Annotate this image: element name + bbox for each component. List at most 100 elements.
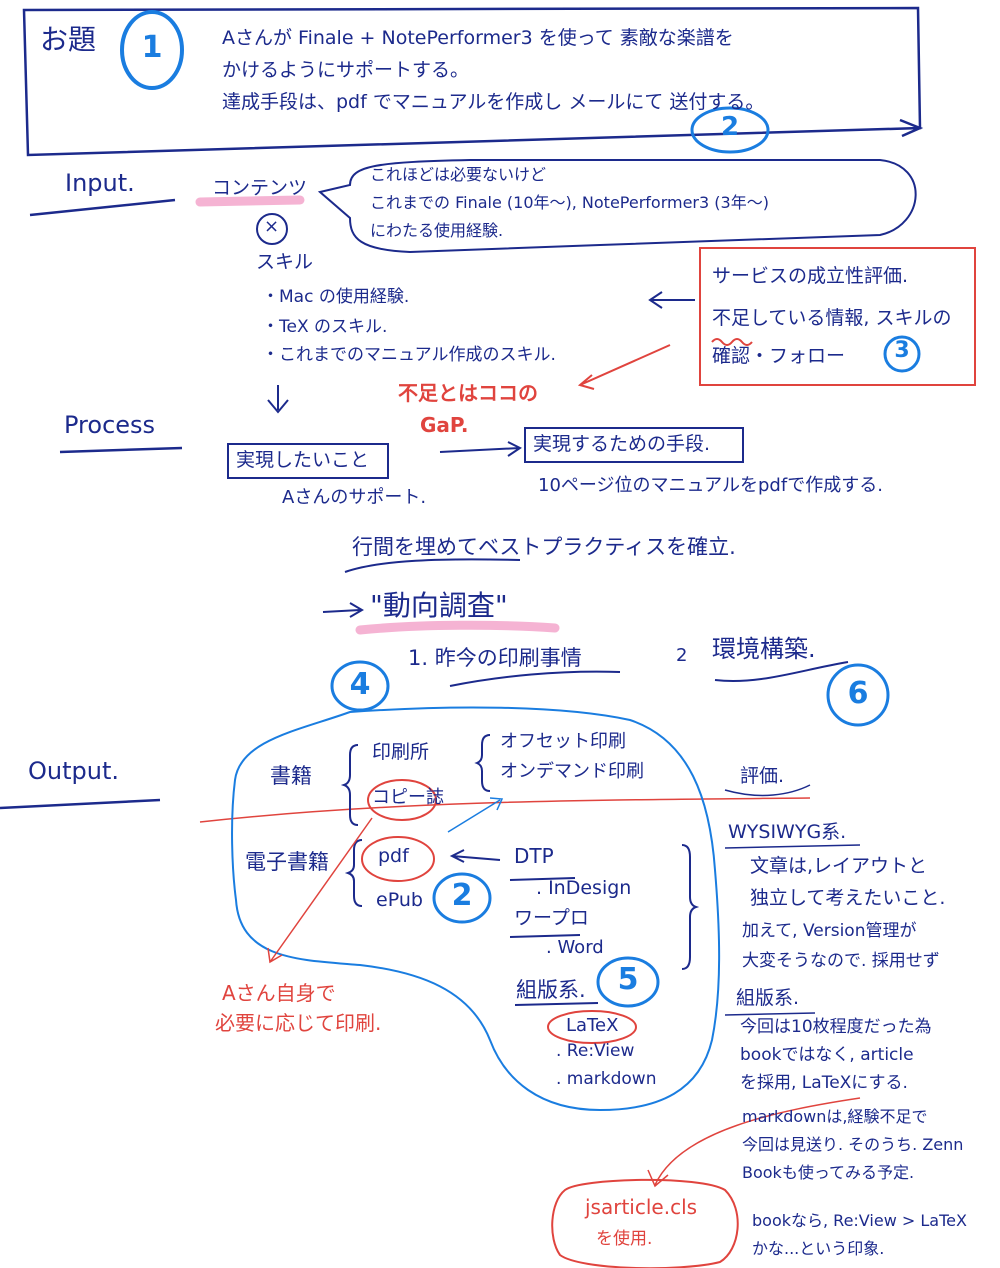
contents-label: コンテンツ: [212, 177, 308, 199]
circle-2-header: [690, 106, 770, 154]
jsarticle-line-2: を使用.: [596, 1229, 653, 1249]
support-label: Aさんのサポート.: [282, 487, 427, 508]
word-label: . Word: [546, 937, 604, 958]
item2-underline: [714, 661, 849, 682]
process-underline: [59, 446, 183, 454]
means-label: 実現するための手段.: [533, 433, 711, 455]
circle-6-number: 6: [847, 676, 869, 711]
wapuro-underline: [509, 934, 581, 938]
service-line-2: 不足している情報, スキルの: [712, 307, 952, 329]
kumihan-eval-line-4: markdownは,経験不足で: [742, 1107, 928, 1126]
means-box: [524, 427, 744, 463]
insatsujo-brace: [474, 734, 491, 792]
dtp-to-pdf-arrow: [449, 849, 501, 863]
times-circle: [256, 213, 288, 245]
circle-5: [596, 956, 660, 1008]
gap-line-1: 不足とはココの: [398, 381, 538, 405]
kumihan-eval-line-8: かな...という印象.: [752, 1239, 885, 1258]
self-print-line-2: 必要に応じて印刷.: [215, 1011, 382, 1035]
want-label: 実現したいこと: [236, 449, 370, 471]
trend-item-2: 環境構築.: [712, 635, 816, 663]
skills-down-arrow: [267, 385, 289, 414]
kumihan-eval-line-5: 今回は見送り. そのうち. Zenn: [742, 1135, 964, 1154]
dtp-brace: [681, 844, 700, 970]
service-box: [699, 247, 976, 386]
latex-label: LaTeX: [566, 1015, 619, 1036]
red-divider: [199, 797, 811, 823]
shoseki-brace: [340, 744, 359, 826]
input-label: Input.: [65, 169, 135, 197]
pdf-to-offset-arrow: [447, 797, 504, 833]
denshi-brace: [344, 839, 363, 907]
skill-item-3: ・これまでのマニュアル作成のスキル.: [262, 345, 556, 365]
kumihan-eval-line-7: bookなら, Re:View > LaTeX: [752, 1211, 967, 1230]
eval-underline: [724, 784, 811, 797]
wysiwyg-line-1: 文章は,レイアウトと: [750, 855, 928, 877]
kumihan-label: 組版系.: [516, 978, 586, 1002]
markdown-label: . markdown: [556, 1069, 657, 1089]
squiggle-under-fusoku: [711, 338, 753, 346]
circle-4: [330, 660, 390, 712]
service-arrow: [648, 291, 695, 309]
gap-line-2: GaP.: [420, 413, 469, 437]
kumihan-eval-title: 組版系.: [736, 987, 800, 1009]
best-practice-underline: [344, 558, 521, 573]
jsarticle-line-1: jsarticle.cls: [585, 1195, 698, 1219]
latex-circle: [547, 1010, 637, 1044]
header-arrow-head: [899, 118, 924, 138]
service-line-3: 確認・フォロー: [712, 345, 846, 367]
service-line-1: サービスの成立性評価.: [712, 265, 909, 287]
offset-label: オフセット印刷: [500, 731, 626, 752]
output-label: Output.: [28, 757, 119, 785]
input-underline: [29, 198, 176, 217]
pdf-plan-label: 10ページ位のマニュアルをpdfで作成する.: [538, 475, 883, 496]
red-arrow-jsarticle: [647, 1097, 861, 1188]
review-label: . Re:View: [556, 1041, 635, 1061]
ondemand-label: オンデマンド印刷: [500, 761, 644, 782]
skill-item-1: ・Mac の使用経験.: [262, 287, 410, 307]
best-practice-label: 行間を埋めてベストプラクティスを確立.: [352, 535, 736, 559]
dtp-label: DTP: [514, 844, 554, 868]
header-line-1: Aさんが Finale + NotePerformer3 を使って 素敵な楽譜を: [222, 27, 734, 49]
self-print-line-1: Aさん自身で: [222, 981, 336, 1005]
shoseki-label: 書籍: [270, 764, 312, 788]
kumihan-eval-line-3: を採用, LaTeXにする.: [740, 1073, 908, 1093]
wapuro-label: ワープロ: [514, 907, 589, 929]
circle-3: [883, 335, 921, 373]
circle-2-output: [432, 872, 492, 924]
wysiwyg-title: WYSIWYG系.: [728, 821, 847, 843]
kumihan-eval-line-6: Bookも使ってみる予定.: [742, 1163, 915, 1182]
circle-1-number: 1: [141, 30, 163, 65]
item1-underline: [449, 670, 621, 687]
trend-item-1: 1. 昨今の印刷事情: [408, 646, 582, 670]
jsarticle-box: [551, 1178, 739, 1268]
output-underline: [0, 798, 161, 810]
circle-4-number: 4: [349, 667, 371, 702]
circle-3-number: 3: [894, 338, 910, 363]
header-line-3: 達成手段は、pdf でマニュアルを作成し メールにて 送付する。: [222, 91, 765, 113]
wysiwyg-line-2: 独立して考えたいこと.: [750, 887, 946, 909]
process-label: Process: [64, 411, 156, 439]
wysiwyg-line-3: 加えて, Version管理が: [742, 921, 917, 941]
kumihan-eval-line-1: 今回は10枚程度だった為: [740, 1017, 932, 1037]
trend-label: "動向調査": [370, 589, 508, 622]
output-blob: [231, 706, 721, 1112]
bubble-line-2: これまでの Finale (10年〜), NotePerformer3 (3年〜…: [370, 193, 769, 212]
wysiwyg-underline: [724, 844, 861, 849]
odai-label: お題: [40, 23, 97, 56]
epub-label: ePub: [376, 889, 423, 911]
times-symbol: ×: [264, 216, 280, 237]
kumihan-eval-underline: [724, 1012, 816, 1016]
red-arrow-self-print: [267, 817, 373, 964]
insatsujo-label: 印刷所: [372, 741, 430, 763]
circle-2-output-number: 2: [451, 878, 473, 913]
bubble-line-3: にわたる使用経験.: [370, 221, 504, 240]
gap-arrow: [439, 441, 522, 457]
circle-1: [120, 10, 184, 90]
wysiwyg-line-4: 大変そうなので. 採用せず: [742, 951, 940, 971]
denshi-label: 電子書籍: [245, 850, 329, 874]
pdf-label: pdf: [378, 845, 409, 867]
circle-5-number: 5: [617, 962, 639, 997]
want-box: [227, 443, 389, 479]
